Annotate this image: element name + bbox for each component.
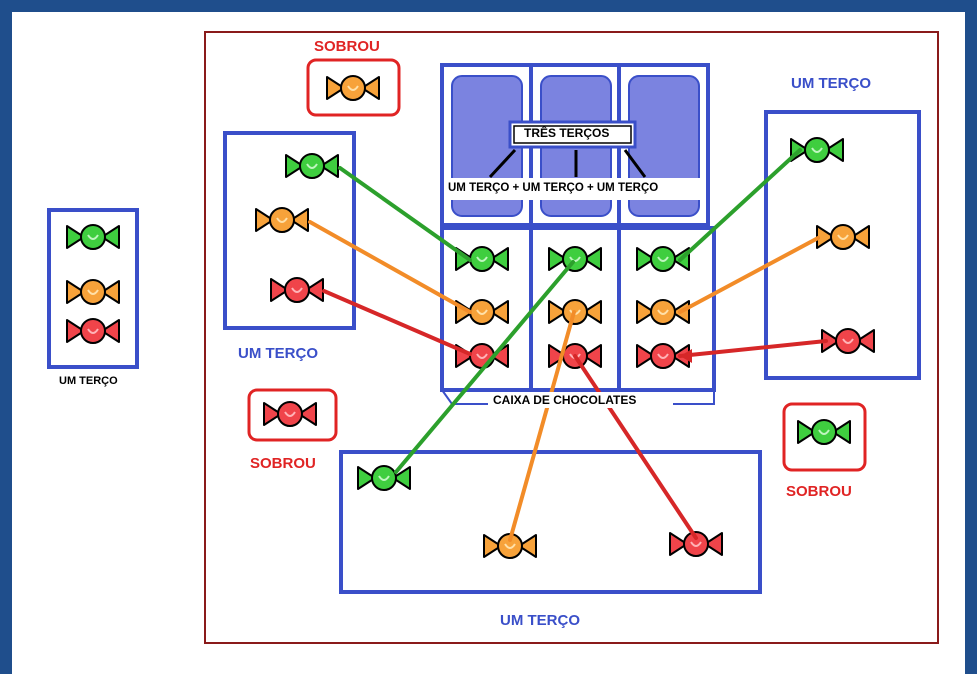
um-terco-label-right: UM TERÇO	[791, 75, 871, 92]
um-terco-label-bottom: UM TERÇO	[500, 612, 580, 629]
caixa-label: CAIXA DE CHOCOLATES	[493, 393, 636, 407]
red-candy-icon	[67, 319, 119, 343]
green-candy-icon	[358, 466, 410, 490]
red-candy-icon	[271, 278, 323, 302]
green-candy-icon	[67, 225, 119, 249]
tres-tercos-label: TRÊS TERÇOS	[524, 126, 609, 140]
green-candy-icon	[798, 420, 850, 444]
diagram-svg	[12, 12, 965, 674]
canvas: SOBROU UM TERÇO UM TERÇO UM TERÇO SOBROU…	[12, 12, 965, 674]
red-candy-icon	[264, 402, 316, 426]
red-candy-icon	[822, 329, 874, 353]
orange-candy-icon	[327, 76, 379, 100]
sobrou-label-top: SOBROU	[314, 38, 380, 55]
um-terco-label-upper-left: UM TERÇO	[238, 345, 318, 362]
orange-candy-icon	[67, 280, 119, 304]
orange-candy-icon	[256, 208, 308, 232]
um-terco-label-far-left: UM TERÇO	[59, 375, 118, 387]
sobrou-label-right: SOBROU	[786, 483, 852, 500]
soma-tercos-label: UM TERÇO + UM TERÇO + UM TERÇO	[448, 182, 658, 194]
sobrou-label-left: SOBROU	[250, 455, 316, 472]
green-candy-icon	[286, 154, 338, 178]
orange-candy-icon	[817, 225, 869, 249]
